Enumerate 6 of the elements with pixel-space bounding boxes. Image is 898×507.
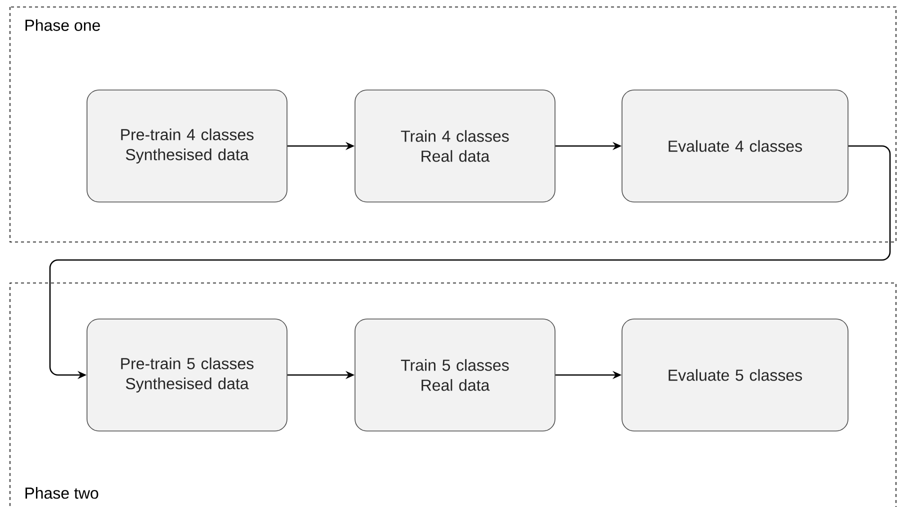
process-box: Train 5 classes Real data: [354, 318, 556, 432]
process-box: Pre-train 5 classes Synthesised data: [86, 318, 288, 432]
process-box: Pre-train 4 classes Synthesised data: [86, 90, 288, 202]
process-box: Train 4 classes Real data: [354, 90, 556, 202]
process-box: Evaluate 5 classes: [622, 318, 848, 432]
process-box: Evaluate 4 classes: [622, 90, 848, 202]
